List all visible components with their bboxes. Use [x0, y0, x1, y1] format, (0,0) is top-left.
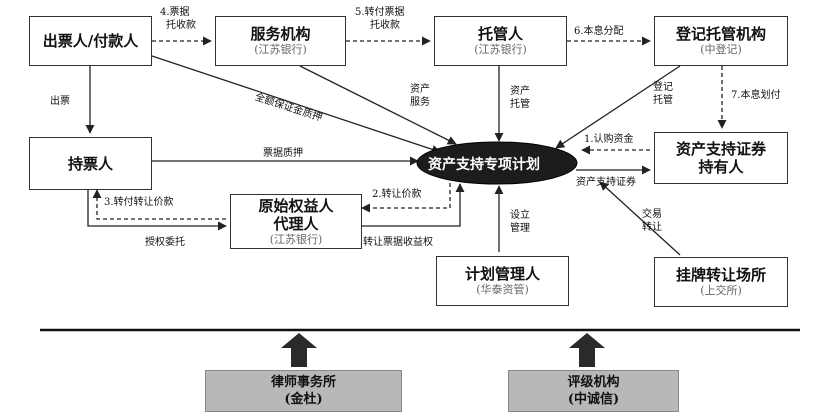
edge-trade	[599, 181, 681, 256]
label-asset-custody-1: 资产	[510, 86, 530, 97]
node-original-title2: 代理人	[273, 214, 319, 233]
node-original-sub: (江苏银行)	[269, 232, 323, 246]
edge-reg-custody	[555, 65, 681, 149]
label-trade-2: 转让	[642, 222, 662, 233]
node-investor-title1: 资产支持证券	[675, 140, 766, 158]
node-service-agency: 服务机构 (江苏银行)	[215, 16, 346, 66]
block-arrow-right	[569, 333, 605, 367]
label-pledge: 票据质押	[263, 148, 303, 159]
node-custodian: 托管人 (江苏银行)	[434, 16, 567, 66]
node-investor-title2: 持有人	[698, 158, 744, 176]
node-manager: 计划管理人 (华泰资管)	[436, 256, 569, 306]
label-e6: 6.本息分配	[574, 26, 624, 37]
node-venue-sub: (上交所)	[700, 284, 742, 297]
node-service-title: 服务机构	[250, 25, 311, 43]
node-law-firm: 律师事务所 (金杜)	[205, 370, 402, 412]
node-issuer-title: 出票人/付款人	[42, 32, 139, 50]
label-setup-2: 管理	[510, 223, 530, 234]
node-law-firm-sub: (金杜)	[284, 392, 323, 407]
edge-transfer-rights	[362, 183, 465, 227]
node-custodian-sub: (江苏银行)	[474, 43, 527, 56]
node-registrar-sub: (中登记)	[700, 43, 742, 56]
node-rating-agency: 评级机构 (中诚信)	[508, 370, 679, 412]
label-e5-line1: 5.转付票据	[355, 7, 405, 18]
label-abs: 资产支持证券	[576, 177, 636, 188]
label-transfer-rights: 转让票据收益权	[363, 237, 433, 248]
node-investor: 资产支持证券 持有人	[654, 132, 788, 184]
node-original-owner: 原始权益人 代理人 (江苏银行)	[230, 194, 362, 249]
node-holder: 持票人	[29, 137, 152, 190]
label-reg-custody-2: 托管	[653, 95, 673, 106]
label-setup-1: 设立	[510, 210, 530, 221]
label-issue: 出票	[50, 96, 70, 107]
label-e2: 2.转让价款	[372, 189, 422, 200]
node-custodian-title: 托管人	[477, 25, 523, 43]
label-e7: 7.本息划付	[731, 90, 781, 101]
node-venue-title: 挂牌转让场所	[675, 266, 766, 284]
edge-guarantee	[151, 55, 441, 154]
label-e4-line1: 4.票据	[160, 7, 190, 18]
node-holder-title: 持票人	[67, 154, 113, 173]
node-law-firm-title: 律师事务所	[270, 375, 336, 390]
node-rating-sub: (中诚信)	[567, 392, 620, 407]
node-registrar-title: 登记托管机构	[675, 25, 766, 43]
abs-plan-ellipse	[416, 141, 578, 185]
block-arrow-left	[281, 333, 317, 367]
label-e3: 3.转付转让价款	[104, 197, 174, 208]
label-asset-service-1: 资产	[410, 84, 430, 95]
node-registrar: 登记托管机构 (中登记)	[654, 16, 788, 66]
label-reg-custody-1: 登记	[653, 82, 673, 93]
node-manager-sub: (华泰资管)	[476, 283, 529, 296]
node-manager-title: 计划管理人	[464, 265, 540, 283]
node-rating-title: 评级机构	[567, 375, 620, 390]
node-original-title1: 原始权益人	[258, 196, 334, 215]
edge-asset-service	[299, 65, 457, 145]
edge-2-transfer-price	[361, 183, 451, 213]
node-issuer: 出票人/付款人	[29, 16, 152, 66]
label-e5-line2: 托收款	[370, 20, 400, 31]
node-venue: 挂牌转让场所 (上交所)	[654, 257, 788, 307]
edge-authorize	[87, 190, 227, 231]
label-asset-custody-2: 托管	[510, 99, 530, 110]
label-authorize: 授权委托	[145, 237, 185, 248]
node-service-sub: (江苏银行)	[254, 43, 307, 56]
abs-plan-label: 资产支持专项计划	[428, 157, 540, 173]
label-asset-service-2: 服务	[410, 97, 430, 108]
label-trade-1: 交易	[642, 209, 662, 220]
edge-3-transfer-price	[92, 189, 226, 220]
label-e4-line2: 托收款	[166, 20, 196, 31]
label-e1: 1.认购资金	[584, 134, 634, 145]
